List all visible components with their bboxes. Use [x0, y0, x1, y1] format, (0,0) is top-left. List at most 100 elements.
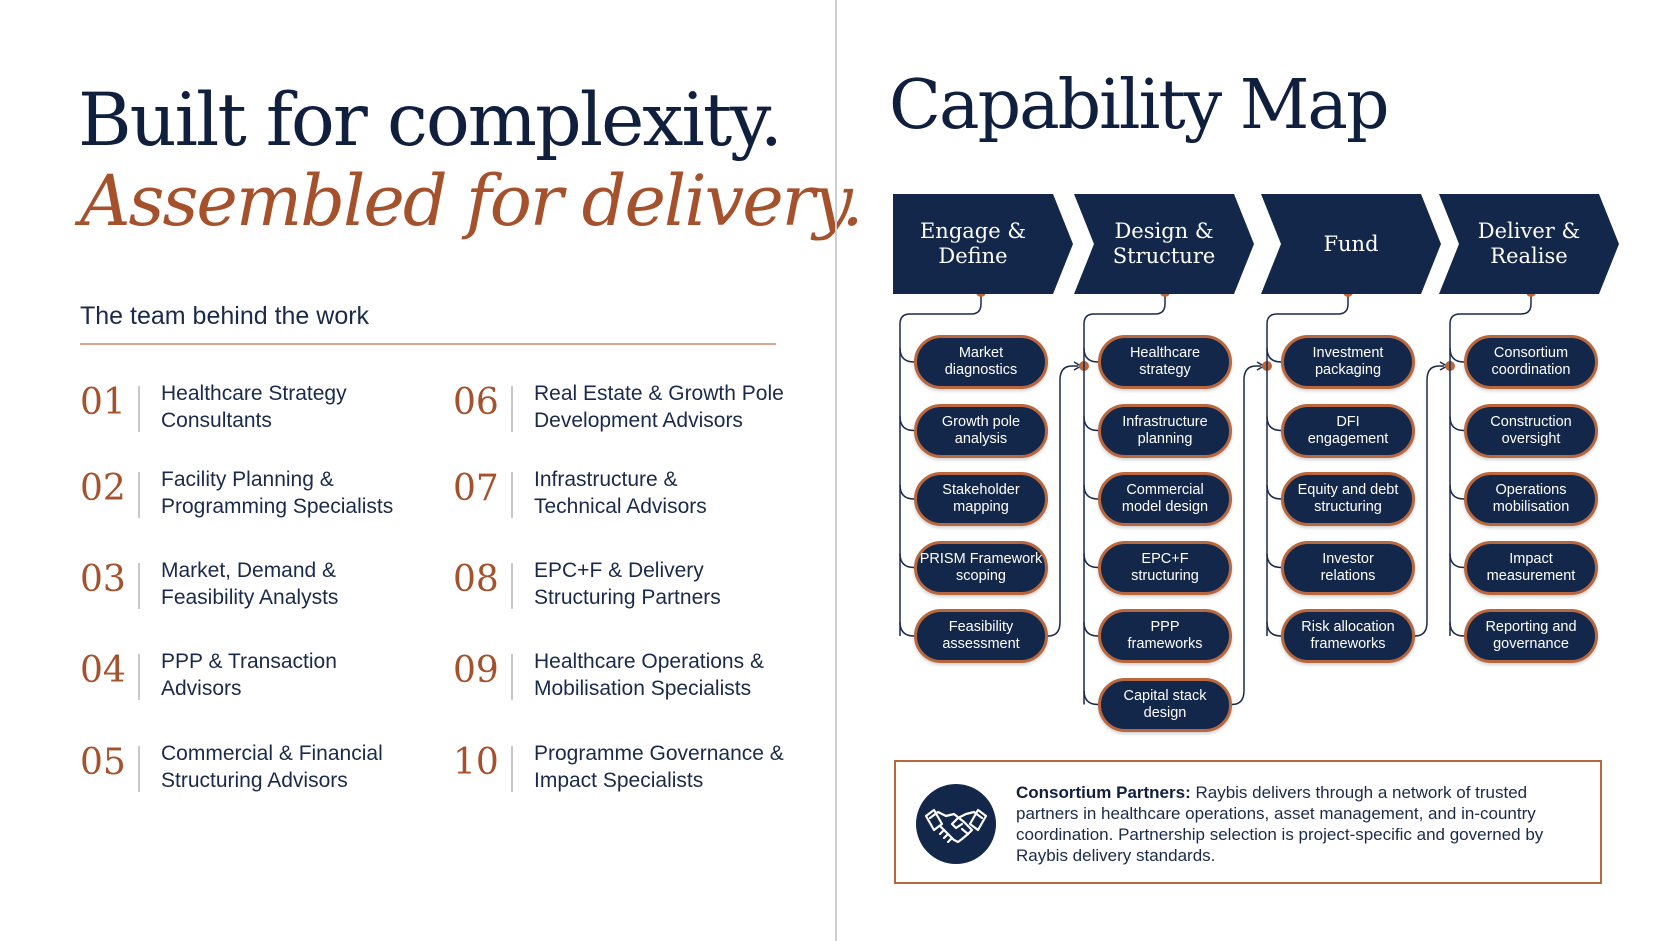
item-connector: [1449, 621, 1465, 637]
column-link-dot: [1262, 361, 1272, 371]
team-item-separator: [138, 386, 140, 432]
item-connector: [1083, 484, 1099, 500]
phase-chevron: Deliver & Realise: [1439, 194, 1619, 294]
team-item-label: Real Estate & Growth Pole Development Ad…: [534, 382, 784, 432]
capability-item: EPC+F structuring: [1098, 540, 1232, 595]
team-item-number: 04: [80, 650, 126, 691]
item-connector: [1266, 621, 1282, 637]
capability-item: Investor relations: [1281, 540, 1415, 595]
capability-item: Reporting and governance: [1464, 609, 1598, 663]
capability-item: PRISM Framework scoping: [914, 540, 1048, 595]
capability-item: Consortium coordination: [1464, 335, 1598, 389]
item-connector: [899, 484, 915, 500]
team-item-number: 06: [453, 382, 499, 423]
item-connector: [1266, 484, 1282, 500]
team-item-label: Healthcare Operations & Mobilisation Spe…: [534, 650, 764, 700]
team-item-label: Healthcare Strategy Consultants: [161, 382, 347, 432]
column-link-arrow: [1073, 361, 1083, 371]
team-item-separator: [511, 386, 513, 432]
team-item-number: 07: [453, 468, 499, 509]
team-item-label: Market, Demand & Feasibility Analysts: [161, 559, 339, 609]
left-page: Built for complexity. Assembled for deli…: [78, 78, 864, 800]
handshake-icon: [916, 784, 996, 864]
team-item: 02 Facility Planning & Programming Specia…: [80, 466, 420, 526]
team-item-number: 02: [80, 468, 126, 509]
column-link: [1414, 365, 1444, 637]
capability-item: Infrastructure planning: [1098, 403, 1232, 458]
team-item: 04 PPP & Transaction Advisors: [80, 648, 420, 708]
capability-item: Feasibility assessment: [914, 609, 1048, 663]
phase-chevron: Fund: [1261, 194, 1441, 294]
item-connector: [1083, 347, 1099, 363]
partners-bold-label: Consortium Partners:: [1016, 783, 1191, 802]
phase-label: Deliver & Realise: [1477, 219, 1581, 268]
team-item-number: 10: [453, 742, 499, 783]
headline-line-2: Assembled for delivery.: [80, 160, 864, 242]
column-link: [1231, 365, 1261, 706]
item-connector: [1449, 416, 1465, 432]
item-connector: [899, 553, 915, 569]
column-link-arrow: [1256, 361, 1266, 371]
team-item-separator: [511, 746, 513, 792]
capability-item: DFI engagement: [1281, 403, 1415, 458]
team-item: 09 Healthcare Operations & Mobilisation S…: [453, 648, 793, 708]
team-item-label: Infrastructure & Technical Advisors: [534, 468, 707, 518]
team-item-label: PPP & Transaction Advisors: [161, 650, 337, 700]
team-item-separator: [511, 563, 513, 609]
headline-line-1: Built for complexity.: [78, 78, 783, 163]
item-connector: [899, 347, 915, 363]
team-item-label: Facility Planning & Programming Speciali…: [161, 468, 394, 518]
capability-item: Risk allocation frameworks: [1281, 609, 1415, 663]
team-item: 06 Real Estate & Growth Pole Development …: [453, 380, 793, 440]
team-item-separator: [138, 654, 140, 700]
item-connector: [1449, 347, 1465, 363]
capability-map-title: Capability Map: [889, 66, 1389, 145]
team-item-label: Commercial & Financial Structuring Advis…: [161, 742, 383, 792]
team-item-label: EPC+F & Delivery Structuring Partners: [534, 559, 721, 609]
capability-item: Construction oversight: [1464, 403, 1598, 458]
column-link-dot: [1445, 361, 1455, 371]
team-item-separator: [138, 563, 140, 609]
item-connector: [1083, 690, 1099, 706]
page-divider: [835, 0, 837, 941]
right-page: Capability Map Engage & Define Design & S…: [837, 0, 1672, 941]
item-connector: [1083, 621, 1099, 637]
capability-item: Commercial model design: [1098, 472, 1232, 526]
item-connector: [899, 621, 915, 637]
team-item-number: 09: [453, 650, 499, 691]
team-item-number: 01: [80, 382, 126, 423]
phase-label: Engage & Define: [919, 219, 1027, 268]
phase-chevron: Design & Structure: [1074, 194, 1254, 294]
team-item-number: 05: [80, 742, 126, 783]
capability-item: Market diagnostics: [914, 335, 1048, 389]
team-item-separator: [138, 746, 140, 792]
capability-item: Equity and debt structuring: [1281, 472, 1415, 526]
team-heading-rule: [80, 343, 776, 345]
item-connector: [1449, 553, 1465, 569]
team-item: 01 Healthcare Strategy Consultants: [80, 380, 420, 440]
team-item-separator: [511, 472, 513, 518]
item-connector: [1083, 416, 1099, 432]
item-connector: [1266, 347, 1282, 363]
team-item-number: 08: [453, 559, 499, 600]
item-connector: [1266, 416, 1282, 432]
capability-item: Impact measurement: [1464, 540, 1598, 595]
capability-item: PPP frameworks: [1098, 609, 1232, 663]
team-item: 08 EPC+F & Delivery Structuring Partners: [453, 557, 793, 617]
item-connector: [1449, 484, 1465, 500]
item-connector: [1083, 553, 1099, 569]
column-link: [1047, 365, 1078, 637]
capability-item: Capital stack design: [1098, 677, 1232, 732]
column-link-dot: [1079, 361, 1089, 371]
consortium-partners-box: Consortium Partners: Raybis delivers thr…: [894, 760, 1602, 884]
team-heading: The team behind the work: [80, 302, 370, 330]
column-link-arrow: [1439, 361, 1449, 371]
item-connector: [899, 416, 915, 432]
phase-label: Fund: [1323, 231, 1379, 256]
item-connector: [1266, 553, 1282, 569]
capability-item: Growth pole analysis: [914, 403, 1048, 458]
team-item-separator: [511, 654, 513, 700]
phase-label: Design & Structure: [1112, 219, 1216, 268]
